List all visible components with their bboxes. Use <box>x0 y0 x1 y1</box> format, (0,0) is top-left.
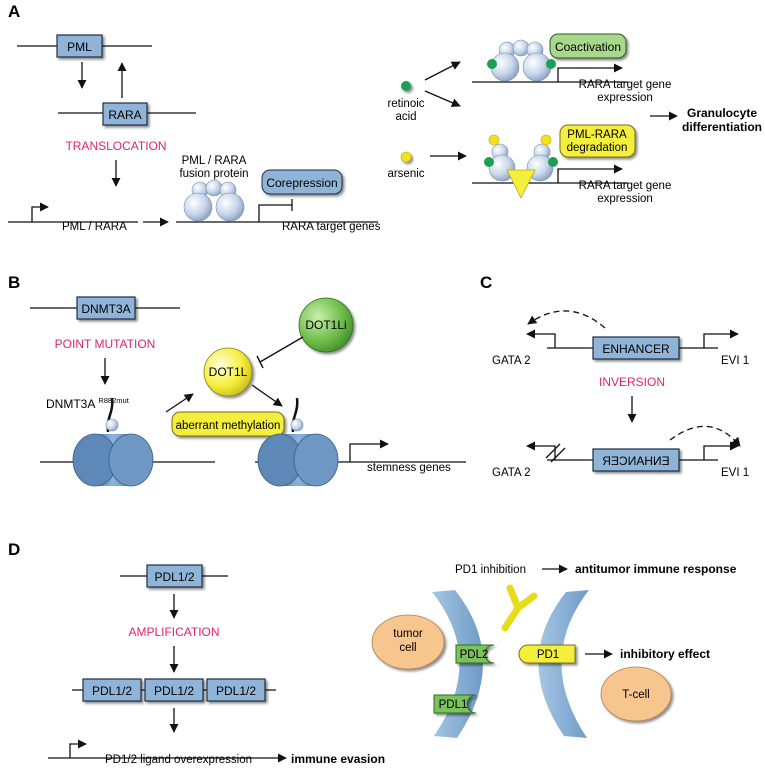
antibody-icon <box>501 584 538 632</box>
inverted-enhancer-box <box>592 448 680 472</box>
pd1-label: PD1 <box>537 649 559 661</box>
gene-label-pdl-copy-2: PDL1/2 <box>154 684 194 698</box>
stemness-genes-label: stemness genes <box>367 462 451 474</box>
arsenic-label: arsenic <box>387 168 424 180</box>
evi1-label: EVI 1 <box>721 355 749 367</box>
panel-d: D PDL1/2 AMPLIFICATION PDL1/2 PDL1/2 PDL… <box>8 540 737 766</box>
t-cell-label: T-cell <box>622 689 649 701</box>
gata2-label: GATA 2 <box>492 355 531 367</box>
pdl1-label: PDL1 <box>439 699 468 711</box>
pdl2-receptor: PDL2 <box>455 644 495 664</box>
rara-target-genes-label: RARA target genes <box>282 221 381 233</box>
arsenic-icon <box>400 151 412 163</box>
mutant-superscript: R882mut <box>98 396 129 405</box>
pd1-inhibition-label: PD1 inhibition <box>455 564 526 576</box>
inhibitory-effect-label: inhibitory effect <box>620 647 710 661</box>
retinoic-acid-label-2: acid <box>395 111 416 123</box>
dot1li-label: DOT1Li <box>305 318 346 332</box>
panel-a: A PML RARA TRANSLOCATION PML / RARA PML … <box>8 2 762 233</box>
pd1-receptor: PD1 <box>518 644 576 664</box>
coactivation-badge <box>549 33 627 59</box>
enhancer-label: ENHANCER <box>602 342 670 356</box>
dot1l-label: DOT1L <box>209 365 248 379</box>
dot1li-node <box>298 297 354 353</box>
pdl1-receptor: PDL1 <box>433 694 477 714</box>
tumor-membrane <box>432 590 484 738</box>
panel-c-letter: C <box>480 273 492 292</box>
fusion-protein-label-2: fusion protein <box>179 168 248 180</box>
rara-expression-label-2: expression <box>597 92 653 104</box>
inversion-label: INVERSION <box>599 375 665 389</box>
gene-box-pml <box>56 34 103 58</box>
fusion-gene-label: PML / RARA <box>62 221 127 233</box>
gene-label-dnmt3a: DNMT3A <box>81 302 130 316</box>
panel-c: C ENHANCER GATA 2 EVI 1 INVERSION ENHANC… <box>480 273 749 479</box>
fusion-protein-label: PML / RARA <box>182 155 247 167</box>
enhancer-box <box>592 336 680 360</box>
gene-box-rara <box>102 102 148 126</box>
ligand-overexpression-label: PD1/2 ligand overexpression <box>105 754 252 766</box>
immune-evasion-label: immune evasion <box>291 752 385 766</box>
gene-label-pdl-copy-1: PDL1/2 <box>92 684 132 698</box>
gene-label-pdl: PDL1/2 <box>154 570 194 584</box>
tumor-cell-label-2: cell <box>399 642 416 654</box>
panel-a-letter: A <box>8 2 20 21</box>
retinoic-acid-icon <box>401 81 411 91</box>
corepression-label: Corepression <box>266 176 337 190</box>
degradation-label-2: degradation <box>567 142 628 154</box>
gene-box-dnmt3a <box>76 296 136 320</box>
gata2-label-bottom: GATA 2 <box>492 467 531 479</box>
aberrant-methylation-badge <box>171 411 285 437</box>
gene-label-pml: PML <box>67 40 92 54</box>
gene-label-rara: RARA <box>108 108 141 122</box>
gene-box-pdl-copy-3 <box>206 678 266 702</box>
rara-expression-label-b: RARA target gene <box>579 180 672 192</box>
pdl2-label: PDL2 <box>460 649 489 661</box>
coactivation-complex <box>487 39 556 82</box>
point-mutation-label: POINT MUTATION <box>55 337 156 351</box>
rara-expression-label-b-2: expression <box>597 193 653 205</box>
tumor-cell <box>371 614 445 670</box>
translocation-label: TRANSLOCATION <box>65 139 166 153</box>
rara-expression-label: RARA target gene <box>579 79 672 91</box>
gene-box-pdl <box>146 564 203 588</box>
coactivation-label: Coactivation <box>555 40 621 54</box>
granulocyte-label-2: differentiation <box>682 120 762 134</box>
dot1l-node <box>203 347 253 397</box>
inverted-enhancer-label: ENHANCER <box>602 454 670 468</box>
gene-box-pdl-copy-2 <box>144 678 204 702</box>
degradation-label: PML-RARA <box>567 129 627 141</box>
panel-d-letter: D <box>8 540 20 559</box>
nucleosome-right <box>257 397 339 487</box>
nucleosome-left <box>72 397 154 487</box>
corepression-badge <box>261 169 343 195</box>
gene-label-pdl-copy-3: PDL1/2 <box>216 684 256 698</box>
panel-b-letter: B <box>8 273 20 292</box>
tumor-cell-label: tumor <box>393 628 423 640</box>
tcell-membrane <box>538 590 589 738</box>
antitumor-label: antitumor immune response <box>575 562 737 576</box>
fusion-protein-complex <box>183 179 245 222</box>
granulocyte-label: Granulocyte <box>687 106 757 120</box>
degradation-badge <box>559 124 636 158</box>
t-cell <box>600 666 672 722</box>
gene-box-pdl-copy-1 <box>82 678 142 702</box>
aberrant-methylation-label: aberrant methylation <box>176 420 281 432</box>
evi1-label-bottom: EVI 1 <box>721 467 749 479</box>
degradation-complex <box>484 134 558 199</box>
amplification-label: AMPLIFICATION <box>128 625 219 639</box>
retinoic-acid-label: retinoic <box>387 98 424 110</box>
